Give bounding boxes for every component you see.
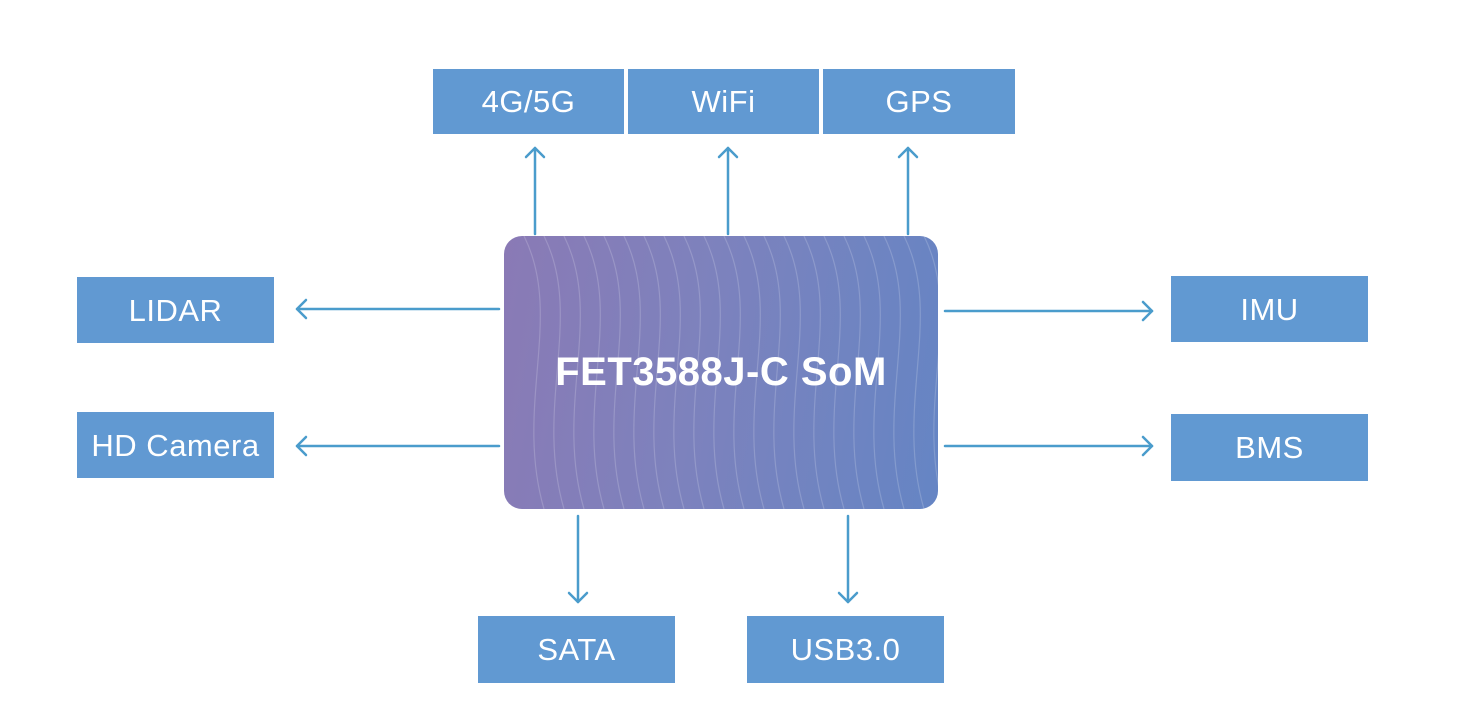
node-sata: SATA: [478, 616, 675, 683]
som-label: FET3588J-C SoM: [555, 350, 887, 394]
node-4g5g: 4G/5G: [433, 69, 624, 134]
node-bms-label: BMS: [1235, 430, 1304, 465]
node-lidar-label: LIDAR: [128, 292, 223, 328]
node-imu: IMU: [1171, 276, 1368, 342]
node-gps: GPS: [823, 69, 1015, 134]
arrow-to-gps: [897, 146, 919, 236]
node-usb3: USB3.0: [747, 616, 944, 683]
node-imu-label: IMU: [1240, 291, 1299, 327]
node-sata-label: SATA: [537, 632, 616, 667]
node-hd-camera: HD Camera: [77, 412, 274, 478]
node-bms: BMS: [1171, 414, 1368, 481]
arrow-to-bms: [943, 435, 1154, 457]
arrow-to-4g5g: [524, 146, 546, 236]
node-gps-label: GPS: [885, 84, 953, 119]
node-usb3-label: USB3.0: [790, 632, 901, 667]
arrow-to-hd-camera: [295, 435, 501, 457]
arrow-to-imu: [943, 300, 1154, 322]
node-4g5g-label: 4G/5G: [481, 84, 576, 119]
node-hd-camera-label: HD Camera: [91, 427, 260, 463]
node-lidar: LIDAR: [77, 277, 274, 343]
node-wifi-label: WiFi: [691, 84, 756, 119]
node-wifi: WiFi: [628, 69, 819, 134]
arrow-to-wifi: [717, 146, 739, 236]
arrow-to-sata: [567, 514, 589, 604]
arrow-to-usb: [837, 514, 859, 604]
wave-pattern: [523, 236, 938, 509]
som-block: FET3588J-C SoM: [504, 236, 938, 509]
arrow-to-lidar: [295, 298, 501, 320]
